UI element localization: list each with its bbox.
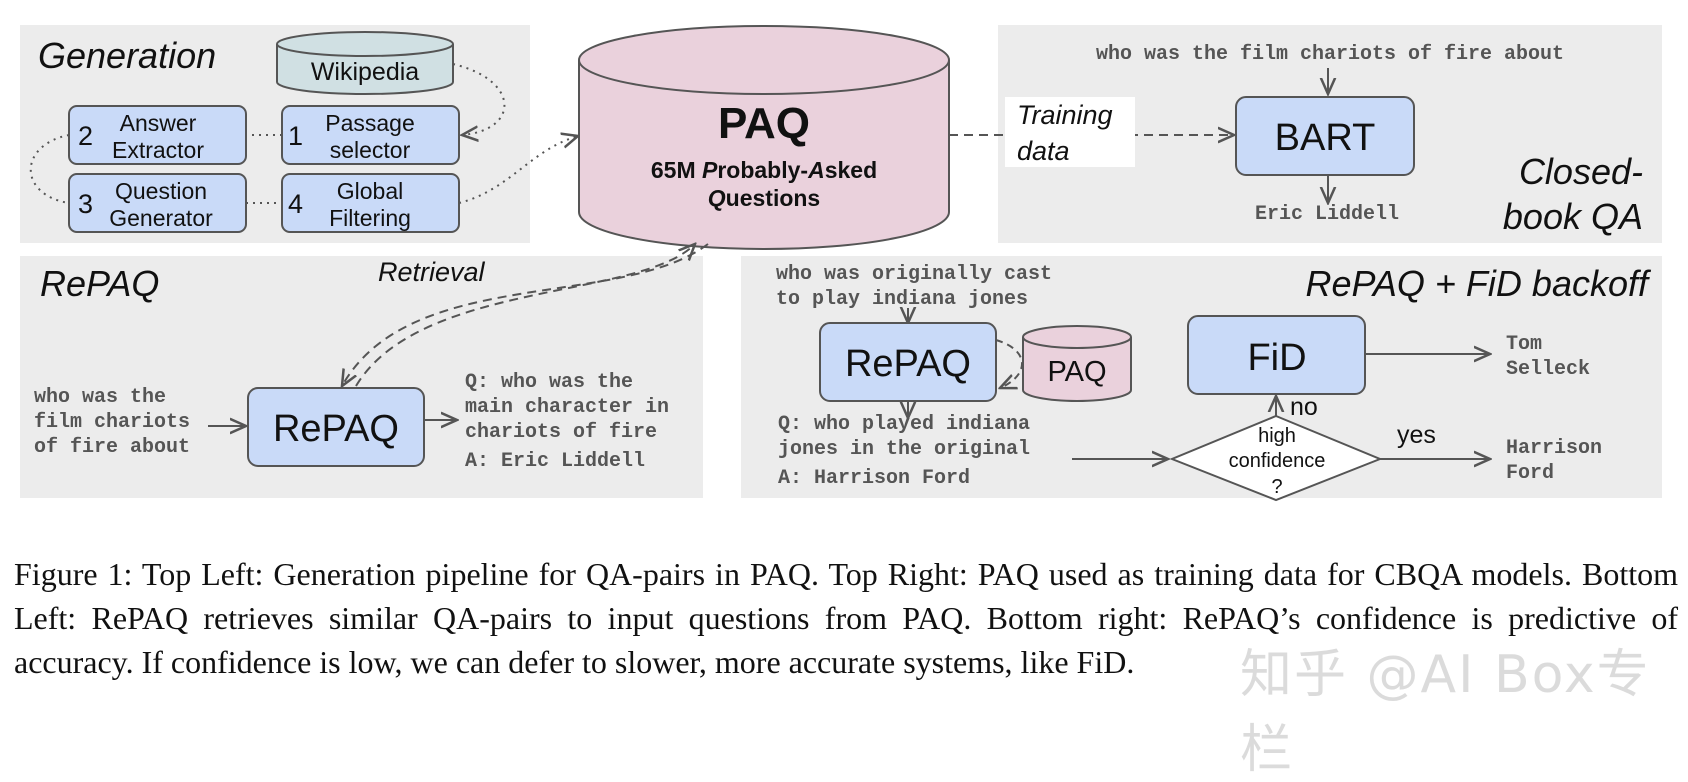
fid-label: FiD <box>1247 337 1306 379</box>
bart-label: BART <box>1275 117 1376 159</box>
closed-book-title-line2: book QA <box>1503 196 1643 237</box>
repaq-paq-lookup-arrow <box>995 339 1023 388</box>
retrieval-arrows <box>342 244 709 386</box>
backoff-retrieved-line1: Q: who played indiana <box>778 413 1030 436</box>
training-data-label-line1: Training <box>1017 100 1113 130</box>
repaq-input-line2: film chariots <box>34 411 190 434</box>
yes-label: yes <box>1397 421 1436 449</box>
closed-book-title-line1: Closed- <box>1519 151 1643 192</box>
step-number: 2 <box>78 121 93 151</box>
step-number: 4 <box>288 189 303 219</box>
generation-title: Generation <box>38 35 216 76</box>
generation-connectors <box>29 63 578 204</box>
step-label-line2: Extractor <box>112 137 204 163</box>
step-label-line2: selector <box>330 137 411 163</box>
step-label-line1: Answer <box>120 110 197 136</box>
retrieval-label: Retrieval <box>378 257 486 287</box>
step-label-line1: Passage <box>325 110 415 136</box>
decision-line3: ? <box>1271 476 1282 498</box>
step-number: 1 <box>288 121 303 151</box>
figure-diagram: Generation Wikipedia 2 Answer Extractor … <box>20 25 1662 502</box>
closed-book-question: who was the film chariots of fire about <box>1096 43 1564 66</box>
small-paq-label: PAQ <box>1047 356 1106 388</box>
repaq-title: RePAQ <box>40 263 159 304</box>
small-paq-cylinder: PAQ <box>1022 325 1132 402</box>
repaq-output-line4: A: Eric Liddell <box>465 450 645 473</box>
confidence-decision-diamond: high confidence ? <box>1169 414 1383 502</box>
figure-caption: Figure 1: Top Left: Generation pipeline … <box>14 556 1678 680</box>
repaq-answer-line1: Harrison <box>1506 437 1602 460</box>
closed-book-answer: Eric Liddell <box>1255 203 1399 226</box>
decision-line2: confidence <box>1229 450 1326 472</box>
training-data-label-line2: data <box>1017 136 1070 166</box>
repaq-input-line1: who was the <box>34 386 166 409</box>
repaq-output-line2: main character in <box>465 396 669 419</box>
backoff-title: RePAQ + FiD backoff <box>1306 263 1652 304</box>
step-question-generator: 3 Question Generator <box>68 173 247 233</box>
backoff-question-line1: who was originally cast <box>776 263 1052 286</box>
step-answer-extractor: 2 Answer Extractor <box>68 105 247 165</box>
backoff-retrieved-line2: jones in the original <box>778 438 1030 461</box>
repaq-output-line1: Q: who was the <box>465 371 633 394</box>
wikipedia-cylinder: Wikipedia <box>276 31 454 95</box>
paq-title: PAQ <box>718 99 810 148</box>
repaq-model-label: RePAQ <box>273 408 399 450</box>
watermark: 知乎 @AI Box专栏 <box>1240 645 1651 780</box>
repaq-output-line3: chariots of fire <box>465 421 657 444</box>
fid-answer-line1: Tom <box>1506 333 1542 356</box>
no-label: no <box>1290 393 1318 421</box>
repaq-answer-line2: Ford <box>1506 462 1554 485</box>
step-label-line2: Filtering <box>329 205 411 231</box>
step-label-line1: Global <box>337 178 403 204</box>
step-label-line1: Question <box>115 178 207 204</box>
step-label-line2: Generator <box>109 205 213 231</box>
paq-subtitle-line2: Questions <box>708 185 820 211</box>
paq-subtitle-line1: 65M Probably-Asked <box>651 157 877 183</box>
decision-line1: high <box>1258 425 1296 447</box>
bart-box <box>1235 96 1415 176</box>
repaq-box <box>247 387 425 467</box>
step-number: 3 <box>78 189 93 219</box>
wikipedia-label: Wikipedia <box>311 58 419 86</box>
repaq-input-line3: of fire about <box>34 436 190 459</box>
step-passage-selector: 1 Passage selector <box>281 105 460 165</box>
step-global-filtering: 4 Global Filtering <box>281 173 460 233</box>
backoff-repaq-label: RePAQ <box>845 343 971 385</box>
paq-cylinder: PAQ 65M Probably-Asked Questions <box>578 25 950 250</box>
fid-answer-line2: Selleck <box>1506 358 1590 381</box>
backoff-retrieved-line3: A: Harrison Ford <box>778 467 970 490</box>
backoff-question-line2: to play indiana jones <box>776 288 1028 311</box>
